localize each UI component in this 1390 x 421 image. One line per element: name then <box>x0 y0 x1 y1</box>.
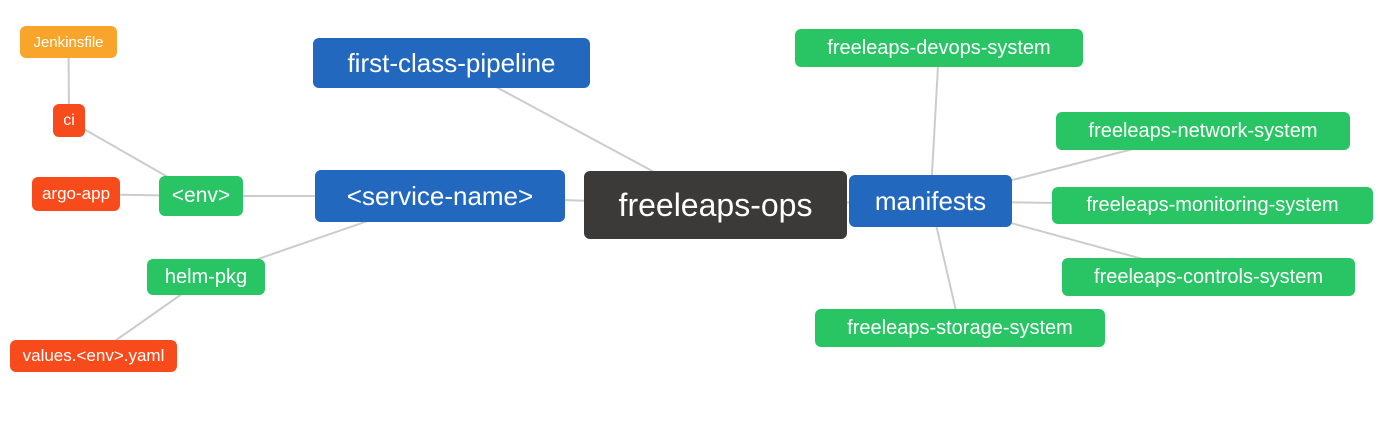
node-freeleaps-devops-system[interactable]: freeleaps-devops-system <box>795 29 1083 67</box>
node-helm-pkg[interactable]: helm-pkg <box>147 259 265 295</box>
node-manifests[interactable]: manifests <box>849 175 1012 227</box>
node-label: <env> <box>171 184 231 207</box>
node-label: freeleaps-storage-system <box>847 316 1073 339</box>
node-freeleaps-controls-system[interactable]: freeleaps-controls-system <box>1062 258 1355 296</box>
node-freeleaps-storage-system[interactable]: freeleaps-storage-system <box>815 309 1105 347</box>
node-ci[interactable]: ci <box>53 104 85 137</box>
node-values-env-yaml[interactable]: values.<env>.yaml <box>10 340 177 372</box>
node-label: Jenkinsfile <box>33 33 104 51</box>
node-first-class-pipeline[interactable]: first-class-pipeline <box>313 38 590 88</box>
node-freeleaps-monitoring-system[interactable]: freeleaps-monitoring-system <box>1052 187 1373 224</box>
node-label: ci <box>63 111 75 129</box>
node-label: <service-name> <box>346 180 534 211</box>
node-label: argo-app <box>41 184 111 203</box>
node-jenkinsfile[interactable]: Jenkinsfile <box>20 26 117 58</box>
node-env[interactable]: <env> <box>159 176 243 216</box>
node-label: freeleaps-devops-system <box>827 36 1051 59</box>
node-label: first-class-pipeline <box>347 47 556 78</box>
node-service-name[interactable]: <service-name> <box>315 170 565 222</box>
node-argo-app[interactable]: argo-app <box>32 177 120 211</box>
node-label: helm-pkg <box>164 265 248 288</box>
node-label: freeleaps-controls-system <box>1094 265 1323 288</box>
node-freeleaps-network-system[interactable]: freeleaps-network-system <box>1056 112 1350 150</box>
node-freeleaps-ops[interactable]: freeleaps-ops <box>584 171 847 239</box>
node-label: freeleaps-ops <box>618 186 813 223</box>
node-label: values.<env>.yaml <box>22 346 165 365</box>
node-label: freeleaps-network-system <box>1088 119 1318 142</box>
node-label: freeleaps-monitoring-system <box>1086 194 1339 216</box>
node-label: manifests <box>874 185 987 216</box>
